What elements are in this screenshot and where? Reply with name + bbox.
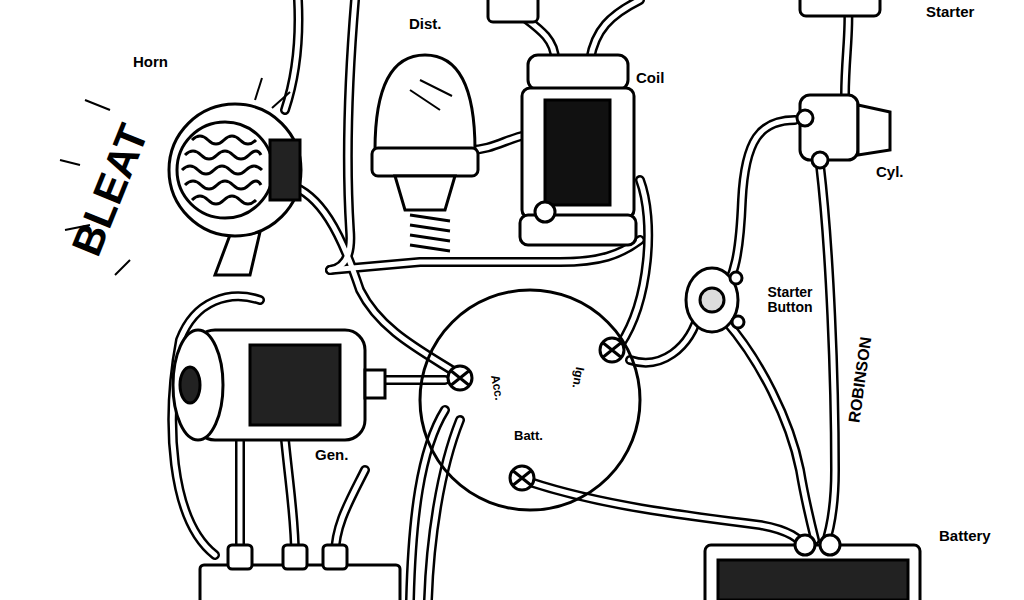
terminal-name: Batt. xyxy=(514,429,543,443)
part-name: Horn xyxy=(133,54,168,71)
part-name: Coil xyxy=(636,70,664,87)
part-name: Dist. xyxy=(409,16,442,33)
part-name: Battery xyxy=(939,528,991,545)
part-name: Starter Button xyxy=(760,285,820,316)
terminal-name: Ign. xyxy=(569,366,586,389)
part-name: Gen. xyxy=(315,447,348,464)
signature: ROBINSON xyxy=(845,336,874,424)
part-name: Starter xyxy=(926,4,974,21)
sound-effect: BLEAT xyxy=(63,118,157,262)
terminal-name: Acc. xyxy=(488,374,505,401)
part-name: Cyl. xyxy=(876,164,904,181)
